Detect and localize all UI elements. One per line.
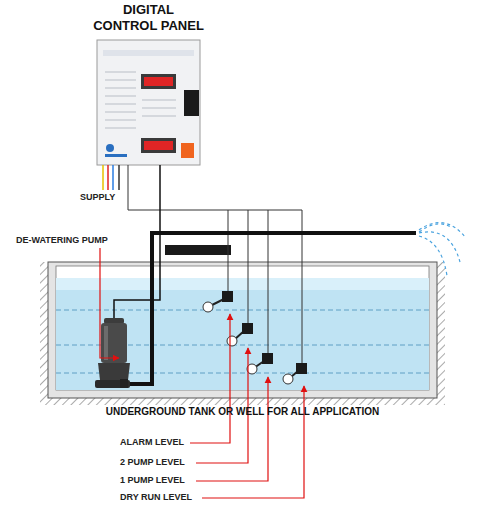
water-surface [56,278,429,290]
leader-lines [196,348,248,463]
warning-label [181,143,194,158]
supply-wires [102,165,104,190]
level-label: 1 PUMP LEVEL [120,475,185,485]
digital-display [141,138,176,153]
leader-lines [190,314,230,443]
float-switch [247,353,273,374]
panel-housing [97,40,200,165]
dewatering-pump [104,326,108,360]
water-spray [419,232,460,262]
float-switch [283,374,293,384]
brand-logo [106,144,114,152]
part-label: DE-WATERING PUMP [16,235,108,245]
dewatering-pump [120,379,128,388]
supply-label: SUPPLY [80,192,115,202]
water [56,278,429,390]
dewatering-pump [101,323,127,363]
float-switch [227,336,237,346]
float-switch [242,323,253,334]
float-switch [203,302,213,312]
display-digits [144,77,173,86]
panel-markings [142,116,176,117]
control-panel [97,40,200,165]
panel-header [103,50,194,56]
supply-wires [112,165,114,190]
leader-lines [202,386,304,498]
supply-wires [118,165,120,190]
float-switches [203,291,307,384]
concrete-wall [48,262,437,398]
level-label: 2 PUMP LEVEL [120,457,185,467]
float-switch [222,291,233,302]
panel-markings [105,72,136,73]
digital-display [141,74,176,89]
level-lines [56,310,429,311]
dewatering-pump [95,380,130,388]
water-spray [419,223,466,276]
leader-lines [196,377,268,481]
water-spray [419,224,452,232]
display-digits [144,141,173,150]
supply-wires [103,165,119,190]
earth-hatch [40,262,445,405]
float-wires [128,165,302,364]
panel-markings [105,96,136,97]
dewatering-pump [98,363,130,380]
panel-markings [105,88,136,89]
level-label: ALARM LEVEL [120,437,184,447]
panel-markings [105,72,176,128]
supply-wires [107,165,109,190]
panel-markings [105,128,136,129]
level-label: DRY RUN LEVEL [120,492,192,502]
leader-lines [100,248,304,498]
panel-markings [105,104,136,105]
float-switch [296,363,307,374]
panel-markings [142,108,176,109]
water-spray [419,236,447,276]
leader-lines [100,248,119,358]
float-switch [227,323,253,346]
isolator-switch [184,90,199,116]
control-panel-box: DIGITAL CONTROL PANEL [92,2,205,165]
float-switch [262,353,273,364]
panel-markings [105,112,136,113]
manhole-cover [165,245,231,255]
panel-markings [105,120,136,121]
tank-cavity [56,266,429,390]
brand-logo [105,154,127,157]
pump-cable-connector [159,165,161,258]
tank-box: UNDERGROUND TANK OR WELL FOR ALL APPLICA… [40,258,445,418]
panel-markings [105,80,136,81]
panel-markings [142,100,176,101]
tank-caption: UNDERGROUND TANK OR WELL FOR ALL APPLICA… [40,406,445,418]
panel-heading: DIGITAL CONTROL PANEL [92,2,205,34]
discharge-pipe [124,233,416,384]
tank [40,245,445,405]
float-switch [203,291,233,312]
float-switch [283,363,307,384]
